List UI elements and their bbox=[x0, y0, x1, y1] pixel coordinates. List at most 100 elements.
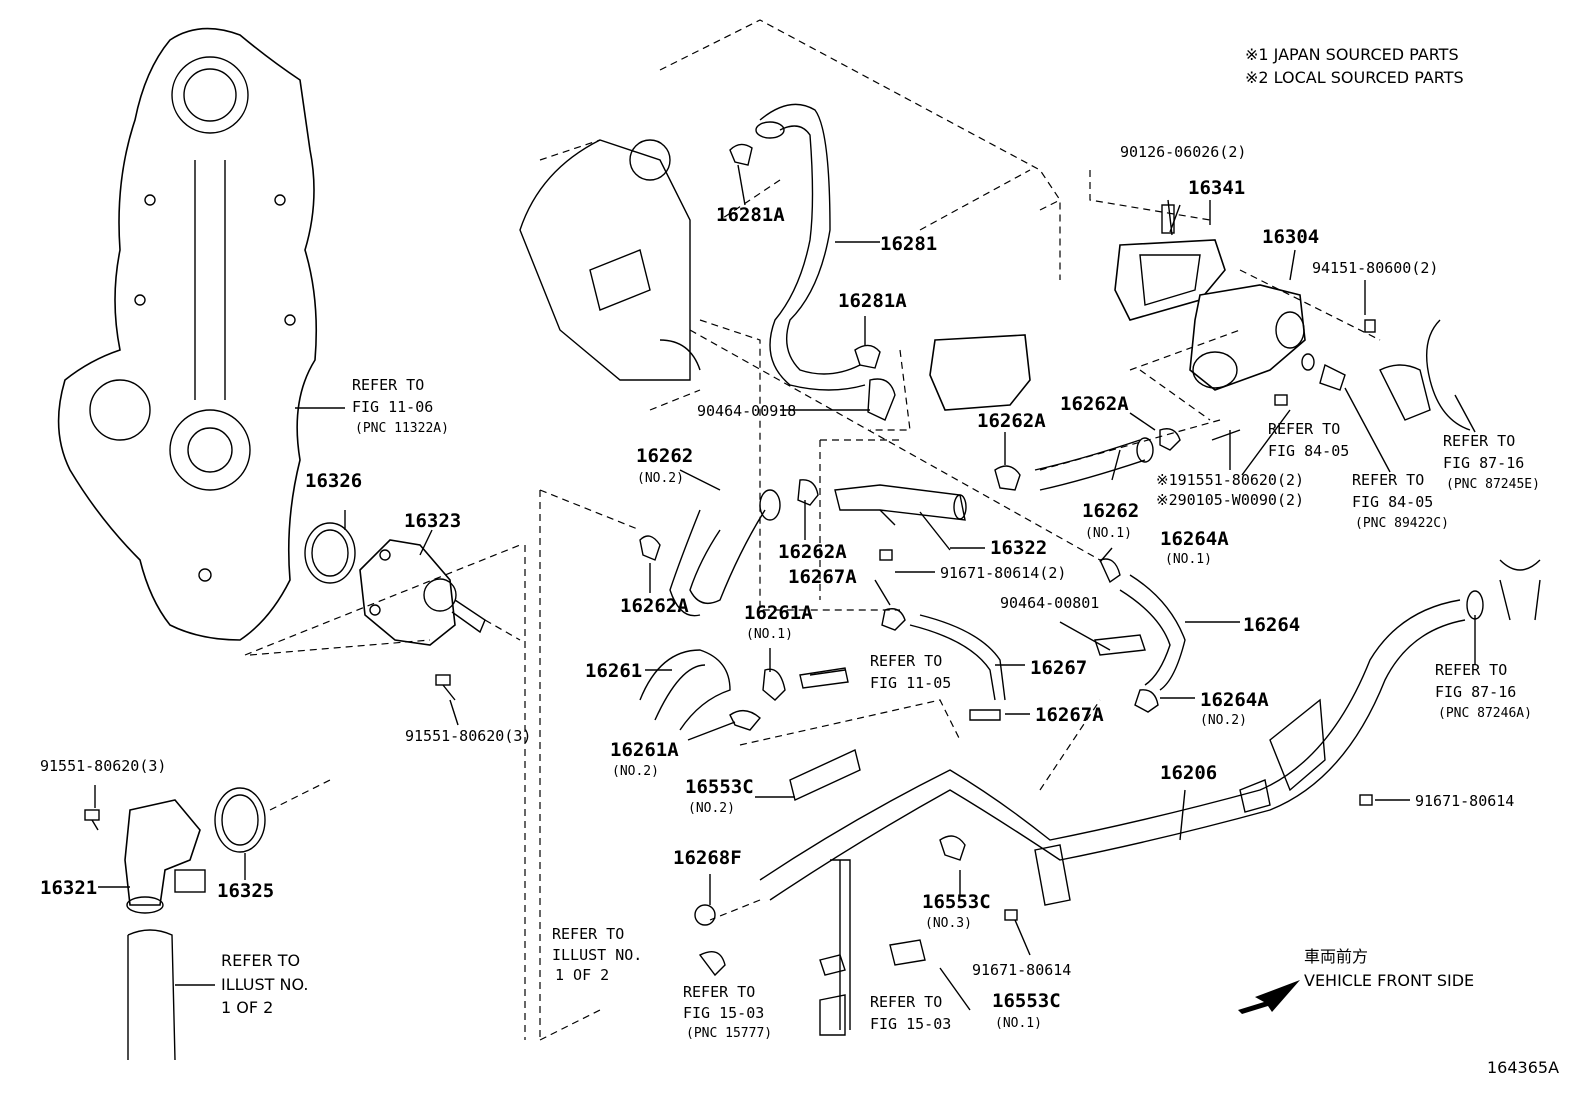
label-16261A-no2: 16261A bbox=[610, 739, 679, 761]
ref-fig-87-16-b: REFER TO FIG 87-16 (PNC 87246A) bbox=[1435, 661, 1532, 721]
ref-fig-11-06: REFER TO FIG 11-06 (PNC 11322A) bbox=[352, 376, 449, 436]
label-91671-80614-right: 91671-80614 bbox=[1415, 792, 1514, 810]
label-16341: 16341 bbox=[1188, 177, 1245, 199]
svg-text:FIG 84-05: FIG 84-05 bbox=[1352, 493, 1433, 511]
figure-id: 164365A bbox=[1487, 1058, 1559, 1077]
label-16264A-no1-sub: (NO.1) bbox=[1165, 552, 1212, 567]
label-16262-no2-sub: (NO.2) bbox=[637, 471, 684, 486]
svg-text:REFER TO: REFER TO bbox=[683, 983, 755, 1001]
label-16262-no2: 16262 bbox=[636, 445, 693, 467]
front-side-en: VEHICLE FRONT SIDE bbox=[1304, 971, 1474, 990]
svg-text:REFER TO: REFER TO bbox=[221, 951, 300, 970]
svg-text:ILLUST NO.: ILLUST NO. bbox=[552, 946, 642, 964]
label-16264A-no2-sub: (NO.2) bbox=[1200, 713, 1247, 728]
label-16326: 16326 bbox=[305, 470, 362, 492]
label-16267A-bottom: 16267A bbox=[1035, 704, 1104, 726]
label-16553C-no3: 16553C bbox=[922, 891, 991, 913]
label-16261A-no1: 16261A bbox=[744, 602, 813, 624]
label-290105: ※290105-W0090(2) bbox=[1156, 491, 1304, 509]
hose-16281-drawing bbox=[729, 103, 896, 421]
assembly-lines bbox=[244, 170, 1381, 1041]
svg-text:ILLUST NO.: ILLUST NO. bbox=[221, 975, 308, 994]
front-side-jp: 車両前方 bbox=[1304, 947, 1368, 966]
leader-lines bbox=[94, 164, 1476, 1011]
svg-text:FIG 84-05: FIG 84-05 bbox=[1268, 442, 1349, 460]
local-sourced-note: ※2 LOCAL SOURCED PARTS bbox=[1245, 68, 1464, 87]
label-16325: 16325 bbox=[217, 880, 274, 902]
label-16264: 16264 bbox=[1243, 614, 1300, 636]
svg-text:(PNC 11322A): (PNC 11322A) bbox=[355, 421, 449, 436]
svg-text:(PNC 87245E): (PNC 87245E) bbox=[1446, 477, 1540, 492]
label-90464-00801: 90464-00801 bbox=[1000, 594, 1099, 612]
label-16206: 16206 bbox=[1160, 762, 1217, 784]
label-16553C-no1-sub: (NO.1) bbox=[995, 1016, 1042, 1031]
gasket-16326-drawing bbox=[304, 522, 356, 584]
label-16262A-center-left: 16262A bbox=[778, 541, 847, 563]
label-16264A-no2: 16264A bbox=[1200, 689, 1269, 711]
vehicle-front-arrow-icon bbox=[1238, 980, 1300, 1014]
label-16267A-top: 16267A bbox=[788, 566, 857, 588]
svg-text:FIG 87-16: FIG 87-16 bbox=[1443, 454, 1524, 472]
svg-text:REFER TO: REFER TO bbox=[870, 993, 942, 1011]
svg-text:1 OF 2: 1 OF 2 bbox=[221, 998, 273, 1017]
ref-fig-11-05: REFER TO FIG 11-05 bbox=[870, 652, 951, 692]
inlet-16321-drawing bbox=[84, 787, 266, 1061]
svg-text:REFER TO: REFER TO bbox=[1352, 471, 1424, 489]
svg-text:FIG 87-16: FIG 87-16 bbox=[1435, 683, 1516, 701]
label-16553C-no1: 16553C bbox=[992, 990, 1061, 1012]
svg-text:FIG 15-03: FIG 15-03 bbox=[683, 1004, 764, 1022]
svg-text:FIG 15-03: FIG 15-03 bbox=[870, 1015, 951, 1033]
label-16262-no1-sub: (NO.1) bbox=[1085, 526, 1132, 541]
engine-head-outline bbox=[519, 19, 1061, 381]
hoses-middle-drawing bbox=[639, 428, 1186, 731]
label-91671-80614-bottom: 91671-80614 bbox=[972, 961, 1071, 979]
label-16268F: 16268F bbox=[673, 847, 742, 869]
label-16267: 16267 bbox=[1030, 657, 1087, 679]
label-16262A-center: 16262A bbox=[977, 410, 1046, 432]
label-16281A-top: 16281A bbox=[716, 204, 785, 226]
svg-text:FIG 11-06: FIG 11-06 bbox=[352, 398, 433, 416]
svg-text:1 OF 2: 1 OF 2 bbox=[555, 966, 609, 984]
japan-sourced-note: ※1 JAPAN SOURCED PARTS bbox=[1245, 45, 1459, 64]
svg-text:(PNC 89422C): (PNC 89422C) bbox=[1355, 516, 1449, 531]
svg-text:REFER TO: REFER TO bbox=[352, 376, 424, 394]
label-16553C-no3-sub: (NO.3) bbox=[925, 916, 972, 931]
ref-fig-84-05-a: REFER TO FIG 84-05 bbox=[1268, 420, 1349, 460]
label-16264A-no1: 16264A bbox=[1160, 528, 1229, 550]
svg-text:(PNC 87246A): (PNC 87246A) bbox=[1438, 706, 1532, 721]
label-16261: 16261 bbox=[585, 660, 642, 682]
svg-text:FIG 11-05: FIG 11-05 bbox=[870, 674, 951, 692]
water-inlet-16323-drawing bbox=[359, 539, 486, 646]
ref-fig-87-16-a: REFER TO FIG 87-16 (PNC 87245E) bbox=[1443, 432, 1540, 492]
ref-illust-left: REFER TO ILLUST NO. 1 OF 2 bbox=[221, 951, 308, 1017]
label-16323: 16323 bbox=[404, 510, 461, 532]
svg-text:REFER TO: REFER TO bbox=[1435, 661, 1507, 679]
label-91551-80620-3-left: 91551-80620(3) bbox=[40, 757, 166, 775]
label-16281A-mid: 16281A bbox=[838, 290, 907, 312]
svg-text:REFER TO: REFER TO bbox=[1268, 420, 1340, 438]
ref-fig-15-03-b: REFER TO FIG 15-03 bbox=[870, 993, 951, 1033]
label-16553C-no2-sub: (NO.2) bbox=[688, 801, 735, 816]
bolt-91551-center-drawing bbox=[435, 674, 456, 701]
label-16262A-left: 16262A bbox=[620, 595, 689, 617]
label-90464-00918: 90464-00918 bbox=[697, 402, 796, 420]
label-16261A-no2-sub: (NO.2) bbox=[612, 764, 659, 779]
label-16304: 16304 bbox=[1262, 226, 1319, 248]
label-16281: 16281 bbox=[880, 233, 937, 255]
label-16553C-no2: 16553C bbox=[685, 776, 754, 798]
label-16261A-no1-sub: (NO.1) bbox=[746, 627, 793, 642]
label-191551: ※191551-80620(2) bbox=[1156, 471, 1304, 489]
ref-fig-15-03-a: REFER TO FIG 15-03 (PNC 15777) bbox=[683, 983, 772, 1041]
label-90126: 90126-06026(2) bbox=[1120, 143, 1246, 161]
timing-cover-drawing bbox=[57, 27, 318, 641]
label-91551-80620-3-center: 91551-80620(3) bbox=[405, 727, 531, 745]
bypass-pipe-16206-drawing bbox=[694, 559, 1541, 1036]
ref-illust-center: REFER TO ILLUST NO. 1 OF 2 bbox=[552, 925, 642, 984]
ref-fig-84-05-b: REFER TO FIG 84-05 (PNC 89422C) bbox=[1352, 471, 1449, 531]
label-91671-80614-2: 91671-80614(2) bbox=[940, 564, 1066, 582]
label-16262-no1: 16262 bbox=[1082, 500, 1139, 522]
label-16322: 16322 bbox=[990, 537, 1047, 559]
label-16262A-right: 16262A bbox=[1060, 393, 1129, 415]
svg-text:REFER TO: REFER TO bbox=[1443, 432, 1515, 450]
